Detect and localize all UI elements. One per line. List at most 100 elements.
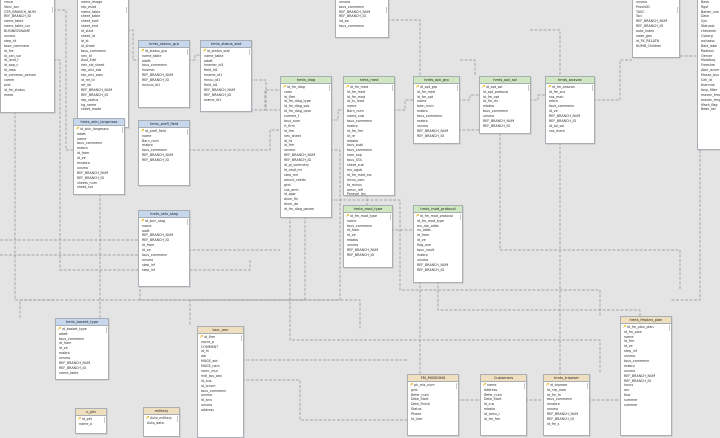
entity-table[interactable]: hmts_mod_protocolid_fm_mod_protocolid_fm…: [413, 205, 463, 283]
entity-field: id_fn: [201, 349, 209, 354]
entity-table[interactable]: hmts_opt_grpid_opt_grpid_fm_medid_fm_opt…: [413, 76, 460, 144]
entity-table-title[interactable]: hmts_basket_type: [56, 319, 108, 326]
entity-table-title[interactable]: hmts_diag: [281, 77, 331, 84]
entity-field: REF_BRANCH_NUM: [347, 248, 379, 253]
entity-field-list: id_skin_stagnameoadtREF_BRANCH_NUMREF_BR…: [139, 218, 189, 273]
entity-field: sns_mon: [549, 94, 564, 99]
entity-table-title[interactable]: hmts_mod_protocol: [414, 206, 462, 213]
entity-field: rt_flrm: [284, 123, 295, 128]
entity-field: nu_odds: [417, 228, 431, 233]
entity-field: odatt: [59, 331, 68, 336]
entity-field: cus_amh: [284, 187, 299, 192]
entity-field: mnuuo_id1: [142, 83, 161, 88]
entity-table-title[interactable]: hmts_fmplan_plan: [621, 317, 671, 324]
entity-table[interactable]: tour_annid_flrmnacnt_pCOMMENTid_fnadrMAG…: [197, 326, 244, 438]
entity-field: Rgsf: [701, 4, 709, 9]
entity-table-title[interactable]: hmts_mod_type: [344, 206, 392, 213]
entity-field: REF_BRANCH_ID: [142, 238, 169, 243]
relationship-line: [250, 89, 280, 111]
entity-table[interactable]: hmts_diagid_fm_diagcaduid_flrmid_fm_diag…: [280, 76, 332, 218]
entity-table-title[interactable]: hmts_status_stat: [201, 41, 251, 48]
entity-field: nev_sheet: [284, 133, 301, 138]
entity-field-list: id_fm_diagcaduid_flrmid_fm_diag_typeid_f…: [281, 84, 331, 212]
entity-field: REF_BRANCH_NUM: [142, 153, 174, 158]
entity-field-list: id_flrmnacnt_pCOMMENTid_fnadrMAGE_adrMAG…: [198, 334, 243, 413]
entity-field: tous_commenn: [547, 397, 573, 402]
primary-key-field: id_tripexer: [546, 383, 587, 388]
entity-table[interactable]: hmts_prefl_fieldid_prefl_fieldnameBarn_n…: [138, 120, 190, 186]
entity-table-title[interactable]: hmts_tripexer: [544, 375, 589, 382]
entity-field: REF_BRANCH_ID: [347, 252, 374, 257]
entity-table-title[interactable]: hmts_med: [344, 77, 394, 84]
entity-field: thor: [624, 393, 631, 398]
entity-table[interactable]: hmts_anavanid_fm_anavanid_fm_snssns_monm…: [545, 76, 595, 144]
entity-field: Statusst: [701, 24, 715, 29]
entity-field: tous_commenn: [417, 114, 443, 119]
entity-table-title[interactable]: hmts_anavan: [546, 77, 594, 84]
entity-field: Address: [484, 387, 498, 392]
entity-table[interactable]: hmts_fmplan_planid_fm_plan_planid_fm_pla…: [620, 316, 672, 436]
entity-field: REF_BRANCH_ID: [4, 14, 31, 19]
entity-table[interactable]: hmts_skin_langmassid_skin_langmassodattn…: [73, 118, 125, 195]
entity-table[interactable]: hmts_mod_typeid_fm_mod_typenametous_comm…: [343, 205, 393, 268]
entity-table[interactable]: CustomersnameAddressRefer_numDate_Starti…: [480, 374, 527, 436]
entity-table-title[interactable]: Customers: [481, 375, 526, 382]
entity-field: id_fnc: [4, 48, 14, 53]
entity-table-title[interactable]: hmts_skin_stag: [139, 211, 189, 218]
entity-field-list: id_status_grpname_tableodatttous_commenn…: [139, 48, 189, 88]
entity-field: id_from: [347, 228, 360, 233]
entity-table-title[interactable]: military: [144, 408, 179, 415]
entity-field: unsmo: [4, 34, 16, 39]
entity-field: id_opt_protocol: [483, 89, 509, 94]
entity-table-title[interactable]: hmts_opt_grp: [414, 77, 459, 84]
entity-field: REF_BRANCH_NUM: [547, 412, 579, 417]
entity-table[interactable]: hmts_status_grpid_status_grpname_tableod…: [138, 40, 190, 108]
entity-table[interactable]: FM_MISSIONSpk_mis_numgridRefer_numDate_S…: [407, 374, 459, 436]
entity-table[interactable]: hmts_basket_typeid_basket_typeodatttous_…: [55, 318, 109, 380]
entity-field: REF_BRANCH_NUM: [142, 73, 174, 78]
primary-key-field: id_opt_grp: [416, 85, 457, 90]
entity-table[interactable]: hmts_tripexerid_tripexerid_nrp_namid_fm_…: [543, 374, 590, 436]
entity-table-title[interactable]: hmts_prefl_field: [139, 121, 189, 128]
entity-field: field_id1: [204, 83, 218, 88]
entity-field: REF_BRANCH_NUM: [81, 87, 113, 92]
entity-field: id_fm_fn: [547, 392, 561, 397]
entity-table-title[interactable]: hmts_status_grp: [139, 41, 189, 48]
table-scroll-marker: [186, 129, 188, 135]
entity-field: cheventn: [701, 29, 717, 34]
entity-field: amuc_mfi: [347, 187, 364, 192]
entity-table-title[interactable]: tour_ann: [198, 327, 243, 334]
entity-table[interactable]: hmts_skin_stagid_skin_stagnameoadtREF_BR…: [138, 210, 190, 287]
entity-table-title[interactable]: hmts_opt_sol: [480, 77, 530, 84]
entity-field: id_app_c: [4, 63, 19, 68]
entity-table[interactable]: hmts_status_statid_status_statname_table…: [200, 40, 252, 112]
entity-field: name: [417, 99, 427, 104]
entity-table-title[interactable]: u_pkt: [76, 409, 106, 416]
entity-field: maven_fress: [701, 92, 720, 97]
entity-field: step_mrl: [284, 172, 299, 177]
entity-table-title[interactable]: hmts_skin_langmass: [74, 119, 124, 126]
entity-table[interactable]: hmts_opt_solid_opt_solid_opt_protocolid_…: [479, 76, 531, 134]
entity-field: id_land_f: [4, 58, 19, 63]
entity-field: REF_BRANCH_NUM: [204, 87, 236, 92]
entity-field: REF_BRANCH_ID: [624, 378, 651, 383]
entity-field: mbra: [549, 99, 558, 104]
entity-table[interactable]: hmts_medid_fm_medid_fm_medid_fm_modid_tu…: [343, 76, 395, 196]
entity-field: REF_BRANCH_NUM: [417, 262, 449, 267]
entity-field: maven_fmg: [701, 97, 720, 102]
entity-field: nade_gen: [636, 34, 653, 39]
entity-field: sns_ment: [549, 128, 565, 133]
entity-table-title[interactable]: FM_MISSIONS: [408, 375, 458, 382]
relationship-line: [530, 29, 561, 76]
entity-field: name_table: [59, 370, 79, 375]
entity-field: id_sheet: [81, 43, 95, 48]
entity-field: Auto_data: [147, 420, 164, 425]
